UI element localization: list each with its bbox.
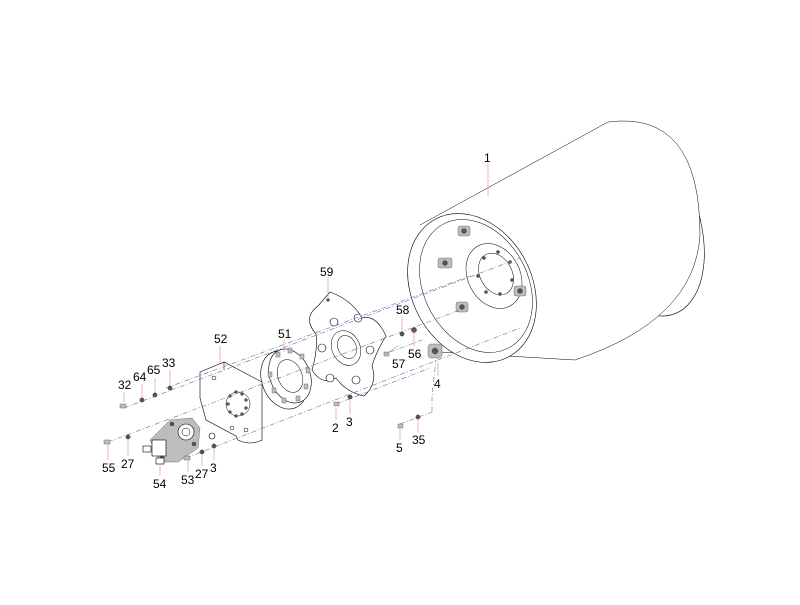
label-part-35: 35 <box>412 433 426 447</box>
label-part-52: 52 <box>214 332 228 346</box>
bracket-bolt-circle <box>226 390 248 418</box>
label-part-64: 64 <box>133 370 147 384</box>
label-part-33: 33 <box>162 356 176 370</box>
label-part-58: 58 <box>396 303 410 317</box>
label-part-55: 55 <box>102 461 116 475</box>
label-part-27-left: 27 <box>121 457 135 471</box>
bearing-hub-ring <box>260 347 312 410</box>
washer-35 <box>415 414 421 420</box>
washer-3-right <box>211 443 217 449</box>
washer-3-center <box>347 394 353 400</box>
hub-ring-bolts <box>267 347 311 404</box>
label-part-59: 59 <box>320 265 334 279</box>
label-part-56: 56 <box>408 347 422 361</box>
drum-lug-adapter <box>427 343 443 359</box>
bolt-2 <box>333 401 340 407</box>
washer-27-left <box>125 434 131 440</box>
star-flange-plate <box>309 291 387 397</box>
label-part-51: 51 <box>278 327 292 341</box>
bolt-32 <box>119 403 127 409</box>
label-part-1: 1 <box>484 151 491 165</box>
part-number-labels: 1 59 58 57 56 4 51 52 33 65 64 32 2 3 5 … <box>102 151 491 491</box>
drum-hub-bolts <box>476 250 514 296</box>
label-part-4: 4 <box>434 377 441 391</box>
nut-33 <box>167 385 173 391</box>
label-part-3-center: 3 <box>346 415 353 429</box>
washer-64 <box>139 397 145 403</box>
washer-65 <box>152 392 158 398</box>
assembly-axis-lines <box>107 257 521 459</box>
bolt-53 <box>183 455 191 461</box>
washer-27-right <box>199 449 205 455</box>
drum-mounting-lugs <box>437 225 527 313</box>
bolt-5 <box>397 423 404 429</box>
label-part-32: 32 <box>118 378 132 392</box>
label-part-2: 2 <box>332 421 339 435</box>
motor-bracket <box>199 361 263 444</box>
drum-cylinder <box>407 120 705 363</box>
label-part-27-right: 27 <box>195 467 209 481</box>
label-part-53: 53 <box>181 473 195 487</box>
label-part-57: 57 <box>392 357 406 371</box>
label-part-65: 65 <box>147 363 161 377</box>
label-part-5: 5 <box>396 441 403 455</box>
label-part-54: 54 <box>153 477 167 491</box>
label-part-3-right: 3 <box>210 461 217 475</box>
bolt-55 <box>103 439 111 445</box>
hydraulic-motor <box>142 417 216 465</box>
washer-58 <box>399 331 405 337</box>
leader-lines <box>107 164 489 476</box>
